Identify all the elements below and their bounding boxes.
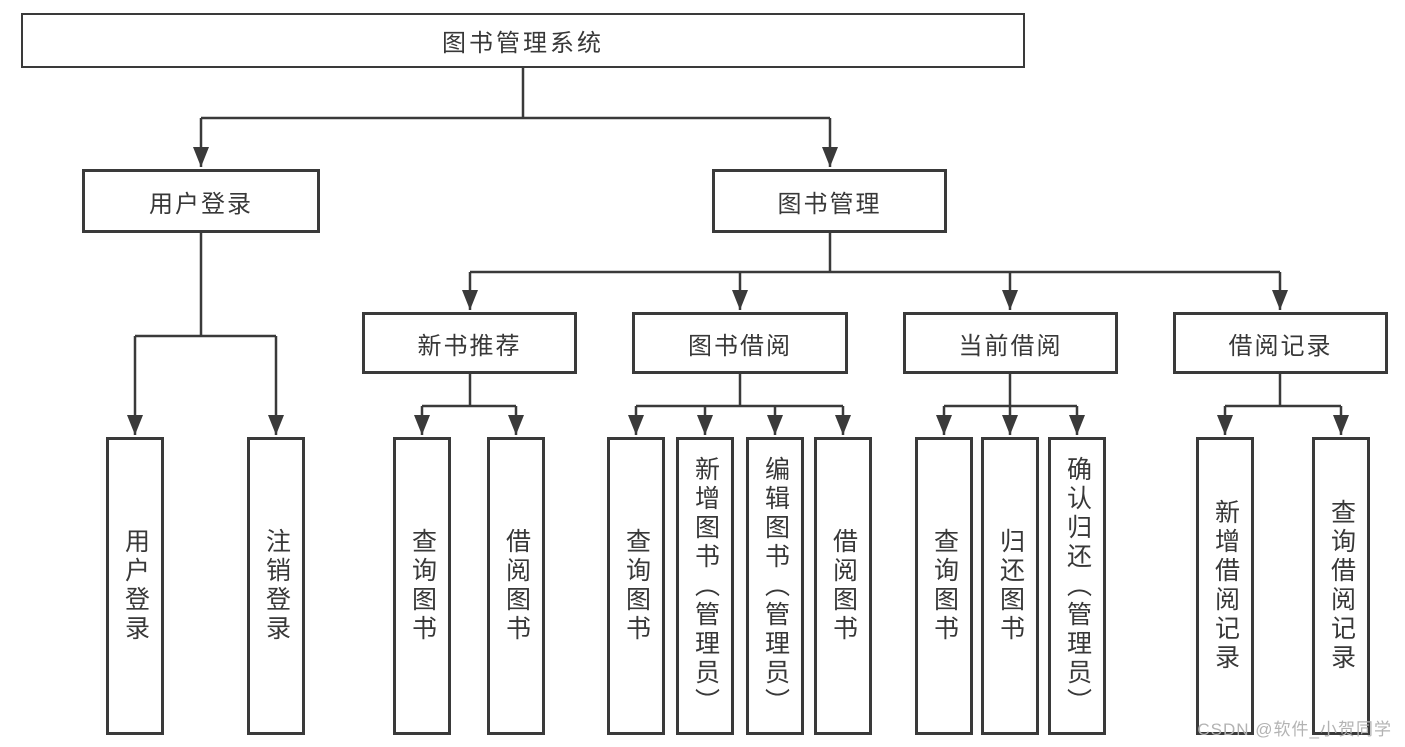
- leaf-borrow-books-label: 借阅图书: [829, 528, 858, 644]
- connector-book-borrow-split: [636, 374, 843, 408]
- leaf-current-query-books-label: 查询图书: [930, 528, 959, 644]
- leaf-query-borrow-record: 查询借阅记录: [1312, 437, 1370, 735]
- node-new-book-recommend-label: 新书推荐: [417, 332, 522, 360]
- leaf-edit-books-admin: 编辑图书（管理员）: [746, 437, 804, 735]
- leaf-borrow-query-books: 查询图书: [607, 437, 665, 735]
- leaf-user-login: 用户登录: [106, 437, 164, 735]
- connector-new-book-rec-split: [422, 374, 516, 408]
- node-book-mgmt-label: 图书管理: [777, 190, 882, 218]
- connector-book-mgmt-split: [470, 233, 1280, 274]
- node-book-borrow-label: 图书借阅: [688, 332, 792, 360]
- leaf-current-query-books: 查询图书: [915, 437, 973, 735]
- leaf-rec-query-books: 查询图书: [393, 437, 451, 735]
- leaf-add-books-admin-label: 新增图书（管理员）: [691, 455, 720, 717]
- connector-current-borrow-split: [944, 374, 1077, 408]
- node-book-borrow: 图书借阅: [632, 312, 848, 374]
- connector-borrow-records-split: [1225, 374, 1341, 408]
- node-borrow-records: 借阅记录: [1173, 312, 1388, 374]
- leaf-logout-label: 注销登录: [262, 528, 291, 644]
- leaf-return-books-label: 归还图书: [996, 528, 1025, 644]
- node-borrow-records-label: 借阅记录: [1228, 332, 1333, 360]
- node-user-login-label: 用户登录: [149, 190, 253, 218]
- node-root-label: 图书管理系统: [442, 30, 604, 57]
- leaf-query-borrow-record-label: 查询借阅记录: [1327, 499, 1356, 673]
- leaf-borrow-query-books-label: 查询图书: [622, 528, 651, 644]
- leaf-borrow-books: 借阅图书: [814, 437, 872, 735]
- leaf-return-books: 归还图书: [981, 437, 1039, 735]
- node-user-login: 用户登录: [82, 169, 320, 233]
- leaf-add-books-admin: 新增图书（管理员）: [676, 437, 734, 735]
- node-current-borrow: 当前借阅: [903, 312, 1118, 374]
- connector-user-login-split: [135, 233, 276, 338]
- node-new-book-recommend: 新书推荐: [362, 312, 577, 374]
- leaf-confirm-return-admin: 确认归还（管理员）: [1048, 437, 1106, 735]
- leaf-rec-borrow-books: 借阅图书: [487, 437, 545, 735]
- leaf-add-borrow-record-label: 新增借阅记录: [1211, 499, 1240, 673]
- connector-root-split: [201, 68, 830, 120]
- leaf-confirm-return-admin-label: 确认归还（管理员）: [1063, 455, 1092, 717]
- node-root: 图书管理系统: [21, 13, 1025, 68]
- leaf-add-borrow-record: 新增借阅记录: [1196, 437, 1254, 735]
- leaf-rec-borrow-books-label: 借阅图书: [502, 528, 531, 644]
- leaf-user-login-label: 用户登录: [121, 528, 150, 644]
- leaf-logout: 注销登录: [247, 437, 305, 735]
- leaf-edit-books-admin-label: 编辑图书（管理员）: [761, 455, 790, 717]
- node-book-mgmt: 图书管理: [712, 169, 947, 233]
- leaf-rec-query-books-label: 查询图书: [408, 528, 437, 644]
- csdn-watermark: CSDN @软件_小贺同学: [1197, 720, 1392, 739]
- node-current-borrow-label: 当前借阅: [958, 332, 1063, 360]
